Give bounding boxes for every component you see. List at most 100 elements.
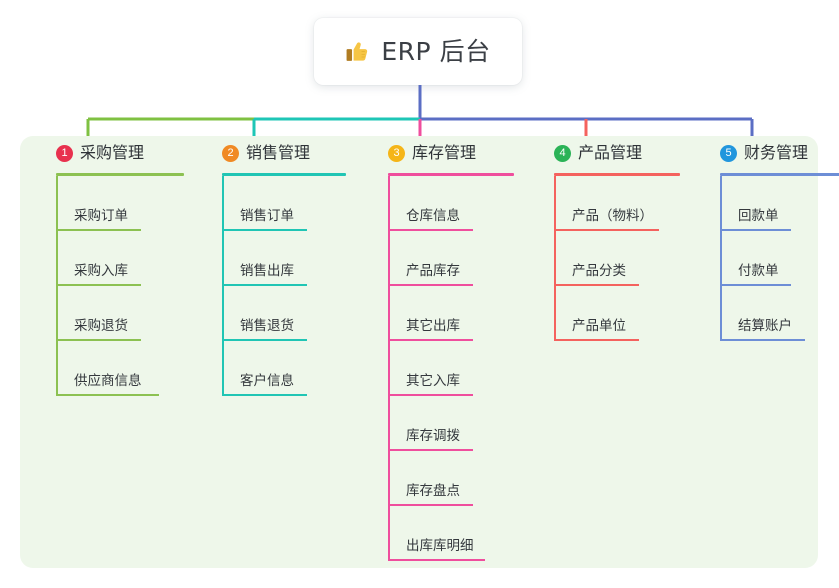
column-finance: 5 财务管理回款单付款单结算账户 [702,136,839,341]
tree-item[interactable]: 采购订单 [38,176,198,231]
column-purchase: 1 采购管理采购订单采购入库采购退货供应商信息 [38,136,198,396]
tree-item[interactable]: 销售退货 [204,286,364,341]
tree-item-rule [57,284,141,286]
column-badge-product: 4 [554,144,571,162]
tree-item-rule [57,229,141,231]
tree-item-rule [389,504,473,506]
column-header-sales[interactable]: 2 销售管理 [204,136,364,170]
thumbs-up-icon [345,39,370,64]
column-header-finance[interactable]: 5 财务管理 [702,136,839,170]
tree-item-label: 出库库明细 [406,537,474,554]
tree-item-rule [223,394,307,396]
tree-item[interactable]: 付款单 [702,231,839,286]
tree-item-label: 客户信息 [240,372,294,389]
tree-item-label: 销售退货 [240,317,294,334]
root-node-card[interactable]: ERP 后台 [314,18,522,85]
column-rule-sales [222,173,346,176]
tree-item-rule [389,449,473,451]
column-inventory: 3 库存管理仓库信息产品库存其它出库其它入库库存调拨库存盘点出库库明细 [370,136,530,561]
tree-item-rule [57,394,159,396]
column-badge-purchase: 1 [56,144,73,162]
tree-item-rule [555,229,659,231]
tree-item[interactable]: 回款单 [702,176,839,231]
tree-item-label: 库存调拨 [406,427,460,444]
column-badge-inventory: 3 [388,144,405,162]
tree-item[interactable]: 仓库信息 [370,176,530,231]
tree-item-rule [555,339,639,341]
tree-item[interactable]: 销售订单 [204,176,364,231]
tree-item[interactable]: 采购退货 [38,286,198,341]
tree-item[interactable]: 产品分类 [536,231,696,286]
item-list-product: 产品（物料） 产品分类产品单位 [536,176,696,341]
tree-item-rule [389,339,473,341]
item-list-finance: 回款单付款单结算账户 [702,176,839,341]
tree-item-label: 供应商信息 [74,372,142,389]
column-rule-inventory [388,173,514,176]
column-title-sales: 销售管理 [246,143,311,162]
tree-item[interactable]: 结算账户 [702,286,839,341]
tree-item-rule [223,229,307,231]
column-header-purchase[interactable]: 1 采购管理 [38,136,198,170]
tree-item-label: 产品单位 [572,317,626,334]
tree-item-label: 回款单 [738,207,779,224]
column-title-inventory: 库存管理 [412,143,477,162]
column-title-finance: 财务管理 [744,143,809,162]
item-spine-finance [720,176,722,341]
tree-item-label: 采购订单 [74,207,128,224]
tree-item-label: 库存盘点 [406,482,460,499]
tree-item-label: 仓库信息 [406,207,460,224]
column-badge-sales: 2 [222,144,239,162]
column-title-product: 产品管理 [578,143,643,162]
tree-item[interactable]: 产品单位 [536,286,696,341]
tree-item-rule [389,229,473,231]
tree-item-label: 其它出库 [406,317,460,334]
tree-item[interactable]: 采购入库 [38,231,198,286]
item-spine-purchase [56,176,58,396]
column-header-product[interactable]: 4 产品管理 [536,136,696,170]
tree-item-rule [223,339,307,341]
diagram-panel: 1 采购管理采购订单采购入库采购退货供应商信息 2 销售管理销售订单销售出库销售退货客… [20,136,839,568]
column-title-purchase: 采购管理 [80,143,145,162]
tree-item[interactable]: 客户信息 [204,341,364,396]
item-spine-product [554,176,556,341]
item-list-purchase: 采购订单采购入库采购退货供应商信息 [38,176,198,396]
tree-item[interactable]: 供应商信息 [38,341,198,396]
column-rule-purchase [56,173,184,176]
tree-item[interactable]: 其它出库 [370,286,530,341]
column-container: 1 采购管理采购订单采购入库采购退货供应商信息 2 销售管理销售订单销售出库销售退货客… [20,136,839,568]
tree-item-rule [57,339,141,341]
item-spine-inventory [388,176,390,561]
column-rule-product [554,173,680,176]
column-header-inventory[interactable]: 3 库存管理 [370,136,530,170]
item-list-sales: 销售订单销售出库销售退货客户信息 [204,176,364,396]
column-badge-finance: 5 [720,144,737,162]
tree-item[interactable]: 其它入库 [370,341,530,396]
column-rule-finance [720,173,839,176]
item-spine-sales [222,176,224,396]
tree-item[interactable]: 销售出库 [204,231,364,286]
tree-item-rule [389,284,473,286]
tree-item-label: 产品分类 [572,262,626,279]
tree-item-label: 采购退货 [74,317,128,334]
tree-item-rule [721,284,791,286]
tree-item-rule [721,339,805,341]
tree-item-label: 采购入库 [74,262,128,279]
tree-item[interactable]: 产品库存 [370,231,530,286]
tree-item-label: 付款单 [738,262,779,279]
tree-item-label: 其它入库 [406,372,460,389]
tree-item[interactable]: 产品（物料） [536,176,696,231]
tree-item-rule [721,229,791,231]
tree-item-rule [389,559,485,561]
tree-item[interactable]: 库存盘点 [370,451,530,506]
tree-item[interactable]: 库存调拨 [370,396,530,451]
tree-item-label: 销售出库 [240,262,294,279]
tree-item-rule [223,284,307,286]
tree-item[interactable]: 出库库明细 [370,506,530,561]
tree-item-rule [555,284,639,286]
root-title: ERP 后台 [381,37,491,66]
tree-item-label: 产品（物料） [572,207,653,224]
tree-item-label: 产品库存 [406,262,460,279]
column-sales: 2 销售管理销售订单销售出库销售退货客户信息 [204,136,364,396]
column-product: 4 产品管理产品（物料） 产品分类产品单位 [536,136,696,341]
item-list-inventory: 仓库信息产品库存其它出库其它入库库存调拨库存盘点出库库明细 [370,176,530,561]
